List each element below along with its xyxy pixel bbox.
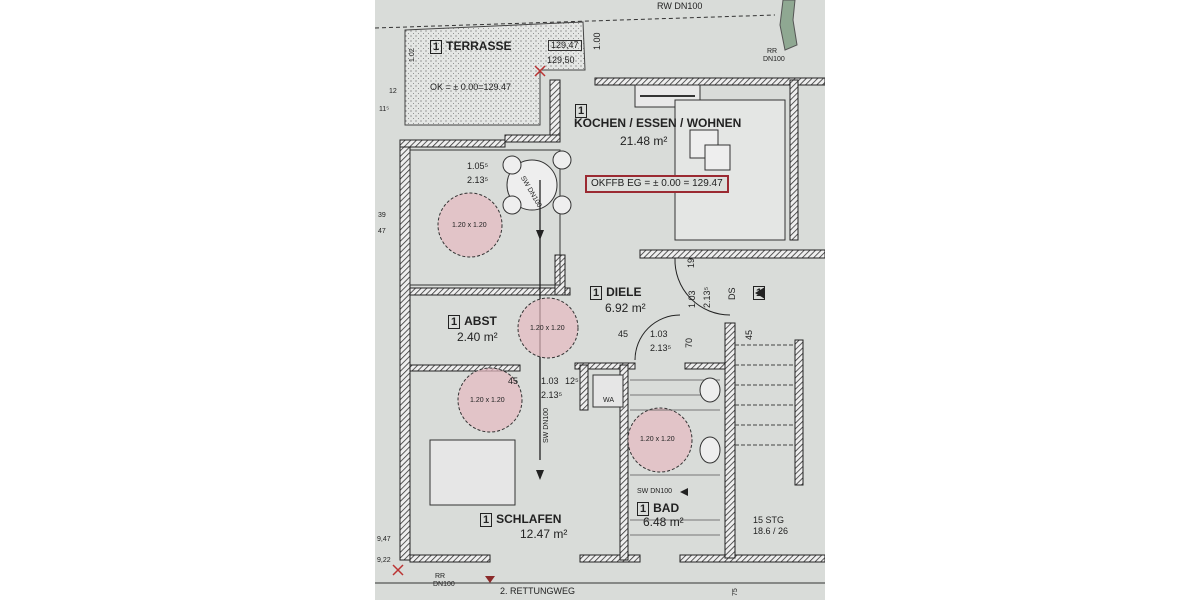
dim-45-stair: 45 <box>744 329 754 340</box>
ds-arrow <box>755 287 765 299</box>
ds-num: 1 <box>753 286 769 300</box>
tree <box>779 0 798 51</box>
kitchen-area: 21.48 m² <box>620 134 668 148</box>
diele-area: 6.92 m² <box>605 301 646 315</box>
toilet <box>699 436 721 464</box>
dim-70: 70 <box>684 337 694 348</box>
sw-pipe-label-bed: SW DN100 <box>543 407 550 443</box>
dim-2-13-5-kitchen: 2.13⁵ <box>467 175 489 185</box>
turning-circle-label: 1.20 x 1.20 <box>452 222 487 229</box>
dining-table <box>506 159 558 211</box>
stairs-count: 15 STG <box>753 515 785 525</box>
bed <box>429 439 516 506</box>
dim-2-13-5-diele: 2.13⁵ <box>650 343 672 353</box>
left-level-9-47: 9,47 <box>377 536 391 543</box>
dim-12: 12 <box>389 88 397 95</box>
counter <box>409 149 561 286</box>
dim-12-5: 12⁵ <box>565 376 579 386</box>
dim-45-diele: 45 <box>618 329 629 339</box>
turning-circle-bath <box>627 407 693 473</box>
rettungsweg-label: 2. RETTUNGWEG <box>500 586 576 596</box>
sw-pipe-label-bath: SW DN100 <box>637 488 673 495</box>
turning-circle-label: 1.20 x 1.20 <box>640 436 675 443</box>
kitchen-name: KOCHEN / ESSEN / WOHNEN <box>574 116 742 130</box>
rr-dn-label-top: DN100 <box>763 56 785 63</box>
dim-75: 75 <box>732 588 739 596</box>
ds-label: DS <box>727 287 737 300</box>
dim-1-03-diele: 1.03 <box>650 329 668 339</box>
dim-2-13-5-bed: 2.13⁵ <box>541 390 563 400</box>
terrace-level-2: 129,50 <box>547 55 575 65</box>
rr-dn-label-bottom: DN100 <box>433 581 455 588</box>
washing-machine <box>592 374 624 408</box>
dim-1-00: 1.00 <box>592 32 602 50</box>
dim-19: 19 <box>686 257 696 268</box>
left-level-9-22: 9,22 <box>377 557 391 564</box>
dim-2-13-5-door: 2.13⁵ <box>702 286 712 308</box>
floor-plan-drawing <box>375 0 825 584</box>
okffb-level-box: OKFFB EG = ± 0.00 = 129.47 <box>585 175 729 193</box>
rr-label-top: RR <box>767 48 778 55</box>
left-dim-47: 47 <box>378 228 386 235</box>
sink <box>699 377 721 403</box>
stairs-ratio: 18.6 / 26 <box>753 526 789 536</box>
turning-circle-label: 1.20 x 1.20 <box>530 325 565 332</box>
terrace-level-box: 129,47 <box>548 40 582 51</box>
turning-circle-abst <box>517 297 579 359</box>
dim-11-5: 11⁵ <box>379 106 390 113</box>
schlafen-area: 12.47 m² <box>520 527 568 541</box>
rr-label-bottom: RR <box>435 573 446 580</box>
dim-45-bed: 45 <box>508 376 519 386</box>
rw-pipe-label: RW DN100 <box>657 1 703 11</box>
dim-1-02: 1.02 <box>409 48 416 62</box>
wa-label: WA <box>603 397 615 404</box>
terrace-ok-level: OK = ± 0.00=129.47 <box>430 82 511 92</box>
kitchen-num: 1 <box>575 104 591 118</box>
abst-area: 2.40 m² <box>457 330 498 344</box>
bad-area: 6.48 m² <box>643 515 684 529</box>
dim-1-03-bed: 1.03 <box>541 376 559 386</box>
left-dim-39: 39 <box>378 212 386 219</box>
turning-circle-kitchen <box>437 192 503 258</box>
turning-circle-label: 1.20 x 1.20 <box>470 397 505 404</box>
dim-1-05-5: 1.05⁵ <box>467 161 489 171</box>
turning-circle-bedroom <box>457 367 523 433</box>
dim-1-03-door: 1.03 <box>687 290 697 308</box>
